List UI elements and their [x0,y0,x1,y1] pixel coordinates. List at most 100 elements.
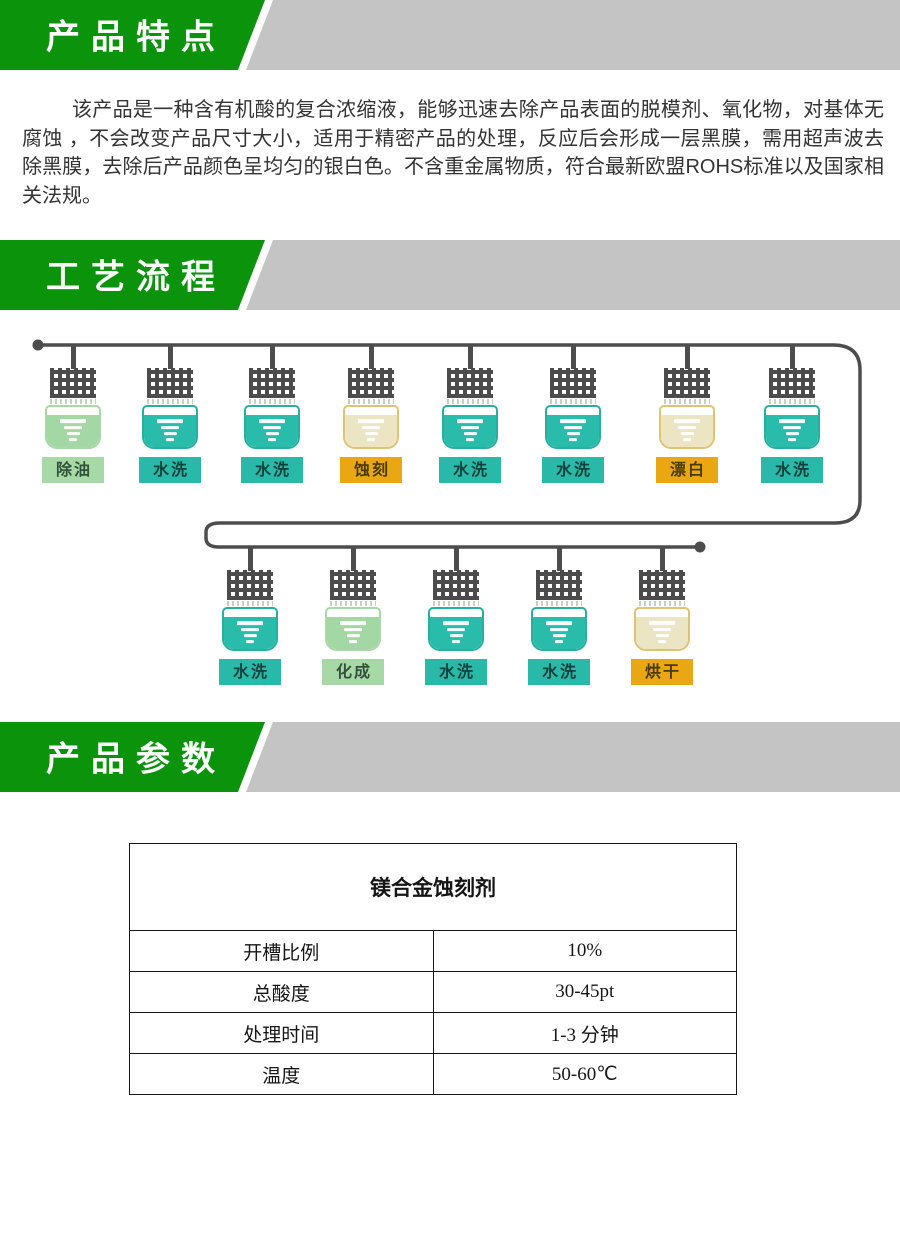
process-station: 水洗 [541,345,605,495]
basket-mesh-fringe [550,399,596,404]
section-banner-process: 工艺流程 [0,240,900,310]
basket-mesh-fringe [639,601,685,606]
hanger-rod [368,346,374,369]
table-row: 温度 50-60℃ [129,1053,737,1095]
tank-liquid [246,415,298,447]
section-title-features: 产品特点 [46,18,226,57]
process-station: 水洗 [438,345,502,495]
process-tank [325,607,381,651]
banner-gray-shape [246,0,900,70]
tank-liquid [766,415,818,447]
parts-basket-icon [227,570,273,600]
process-tank [343,405,399,449]
param-value-cell: 1-3 分钟 [432,1012,737,1054]
parts-basket-icon [447,368,493,398]
hanger-rod [659,548,665,571]
station-label: 水洗 [761,457,823,483]
basket-mesh-fringe [330,601,376,606]
stacked-parts-icon [661,419,713,442]
feature-description: 该产品是一种含有机酸的复合浓缩液，能够迅速去除产品表面的脱模剂、氧化物，对基体无… [22,99,884,207]
section-title-parameters: 产品参数 [46,740,226,779]
hanger-rod [167,346,173,369]
stacked-parts-icon [766,419,818,442]
basket-mesh-fringe [348,399,394,404]
stacked-parts-icon [444,419,496,442]
rail-start-dot [32,339,44,351]
stacked-parts-icon [144,419,196,442]
section-banner-parameters: 产品参数 [0,722,900,792]
param-name-cell: 处理时间 [129,1012,434,1054]
stacked-parts-icon [636,621,688,644]
process-tank [764,405,820,449]
process-station: 水洗 [424,547,488,697]
process-station: 烘干 [630,547,694,697]
station-label: 水洗 [139,457,201,483]
hanger-rod [269,346,275,369]
param-name-cell: 总酸度 [129,971,434,1013]
stacked-parts-icon [246,419,298,442]
process-tank [659,405,715,449]
process-station: 除油 [41,345,105,495]
process-tank [428,607,484,651]
parts-basket-icon [769,368,815,398]
hanger-rod [570,346,576,369]
tank-liquid [636,617,688,649]
conveyor-rail-line [32,339,862,553]
basket-mesh-fringe [249,399,295,404]
banner-green-shape [0,240,265,310]
stacked-parts-icon [345,419,397,442]
parts-basket-icon [639,570,685,600]
hanger-rod [467,346,473,369]
process-flow-diagram: 除油 水洗 水洗 蚀刻 [0,310,900,715]
basket-mesh-fringe [227,601,273,606]
rail-path [38,343,862,549]
process-station: 水洗 [138,345,202,495]
tank-liquid [547,415,599,447]
station-label: 除油 [42,457,104,483]
process-tank [442,405,498,449]
station-label: 水洗 [542,457,604,483]
basket-mesh-fringe [50,399,96,404]
section-banner-features: 产品特点 [0,0,900,70]
parts-basket-icon [348,368,394,398]
station-label: 水洗 [241,457,303,483]
process-station: 水洗 [218,547,282,697]
param-value-cell: 10% [432,930,737,972]
parts-basket-icon [664,368,710,398]
process-tank [142,405,198,449]
tank-liquid [345,415,397,447]
param-name-cell: 温度 [129,1053,434,1095]
parameters-table: 镁合金蚀刻剂 开槽比例 10% 总酸度 30-45pt 处理时间 1-3 分钟 … [129,843,737,1095]
hanger-rod [350,548,356,571]
station-label: 水洗 [439,457,501,483]
process-station: 漂白 [655,345,719,495]
basket-mesh-fringe [147,399,193,404]
hanger-rod [789,346,795,369]
hanger-rod [453,548,459,571]
stacked-parts-icon [224,621,276,644]
banner-green-shape [0,722,265,792]
table-title: 镁合金蚀刻剂 [129,843,737,931]
tank-liquid [533,617,585,649]
basket-mesh-fringe [433,601,479,606]
station-label: 水洗 [219,659,281,685]
process-station: 水洗 [760,345,824,495]
station-label: 烘干 [631,659,693,685]
stacked-parts-icon [533,621,585,644]
tank-liquid [47,415,99,447]
parts-basket-icon [550,368,596,398]
process-tank [45,405,101,449]
process-tank [531,607,587,651]
basket-mesh-fringe [664,399,710,404]
section-title-process: 工艺流程 [46,258,226,297]
basket-mesh-fringe [447,399,493,404]
hanger-rod [684,346,690,369]
tank-liquid [224,617,276,649]
station-label: 漂白 [656,457,718,483]
tank-liquid [444,415,496,447]
station-label: 蚀刻 [340,457,402,483]
parts-basket-icon [536,570,582,600]
table-row: 处理时间 1-3 分钟 [129,1012,737,1054]
hanger-rod [70,346,76,369]
param-value-cell: 50-60℃ [432,1053,737,1095]
